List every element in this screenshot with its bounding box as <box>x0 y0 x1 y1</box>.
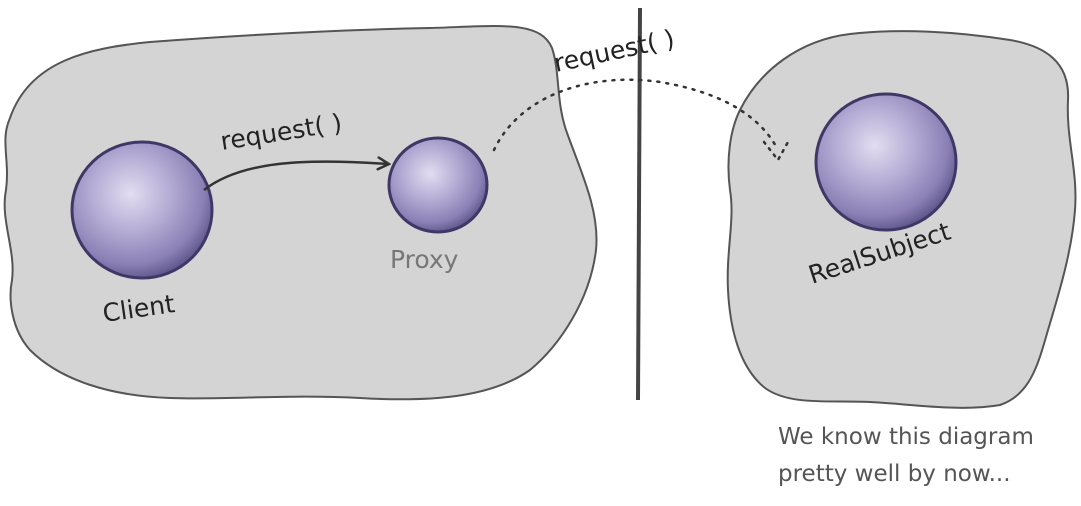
note-line-2: pretty well by now... <box>778 461 1011 487</box>
proxy-to-real-subject-dotted-arrow <box>492 78 780 152</box>
note-line-1: We know this diagram <box>778 424 1034 450</box>
process-boundary-divider <box>636 7 642 401</box>
proxy-sphere <box>387 136 489 234</box>
request-label-remote: request( ) <box>551 24 677 78</box>
dotted-arrow-head <box>762 140 790 163</box>
real-subject-sphere <box>814 92 958 232</box>
client-address-space-blob <box>3 25 598 401</box>
client-to-proxy-arrow <box>203 162 388 191</box>
client-sphere <box>70 140 214 280</box>
proxy-label: Proxy <box>390 245 459 274</box>
